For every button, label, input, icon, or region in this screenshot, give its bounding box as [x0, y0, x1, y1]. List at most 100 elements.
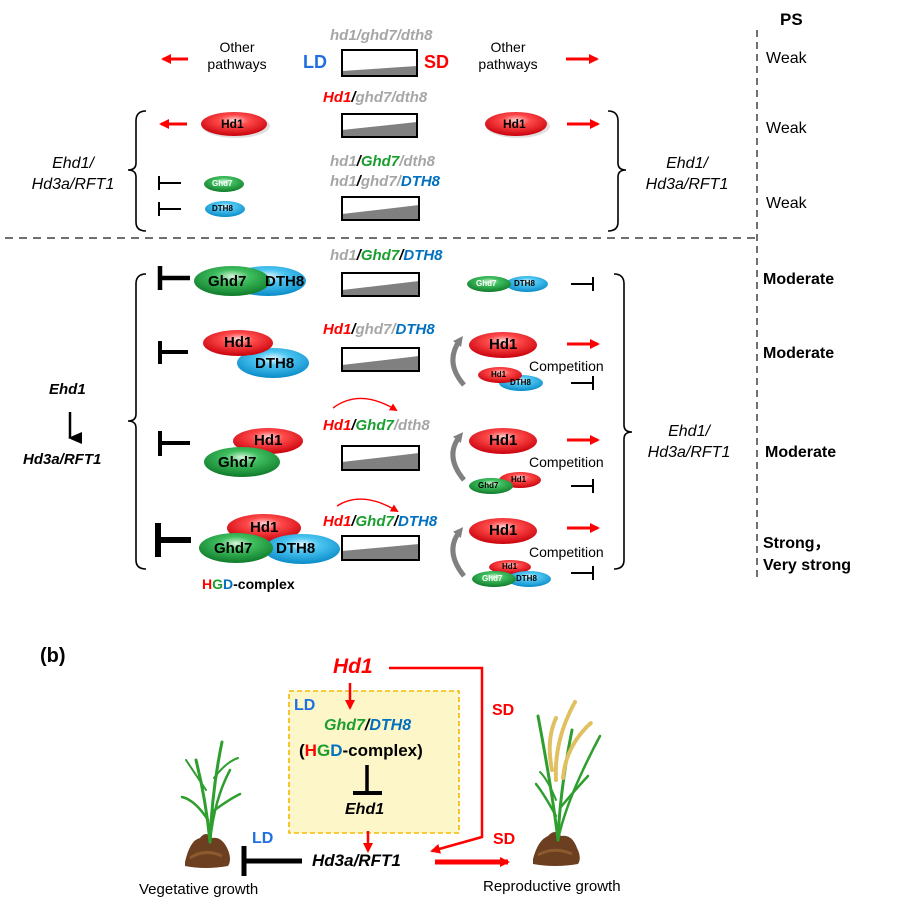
ps-value: Strong， Very strong [763, 533, 851, 577]
inhibition-symbol [571, 376, 594, 390]
hd1-molecule-label: Hd1 [250, 519, 279, 536]
hd1-molecule-label: Hd1 [489, 432, 518, 449]
other-pathways-left: Other pathways [207, 39, 267, 72]
ps-value-line1: Strong， [763, 535, 831, 552]
genotype-part: / [356, 27, 361, 44]
target-genes-upper-left: Ehd1/ Hd3a/RFT1 [18, 153, 128, 195]
genotype-part: DTH8 [400, 173, 441, 190]
ld-inhibits-vegetative [241, 846, 302, 876]
target-line2: Hd3a/RFT1 [645, 176, 729, 193]
hd1-molecule-label: Hd1 [511, 475, 527, 484]
ld-label: LD [303, 52, 327, 72]
genotype-part: Ghd7 [355, 417, 394, 434]
genotype-part: hd1 [330, 173, 357, 190]
hgd-d: D [330, 741, 343, 760]
ps-value: Weak [766, 50, 807, 67]
dth8-molecule-label: DTH8 [510, 378, 531, 387]
competition-label: Competition [529, 454, 604, 470]
genotype-part: Ghd7 [360, 247, 400, 264]
lower-right-brace [613, 273, 633, 570]
dth8-molecule-label: DTH8 [516, 574, 537, 583]
genotype-part: / [399, 153, 404, 170]
ramp-box [341, 535, 420, 561]
hd1-ghd7-interaction-arrow [336, 498, 399, 513]
other-pathways-right: Other pathways [478, 39, 538, 72]
ehd1-label: Ehd1 [49, 381, 86, 398]
hd1-sd-direct-path [389, 666, 484, 854]
genotype-part: Hd1 [323, 513, 352, 530]
ps-value: Moderate [765, 444, 837, 461]
competition-cycle-arrow [450, 335, 466, 387]
genotype-part: / [351, 321, 356, 338]
hd1-molecule-label: Hd1 [491, 370, 507, 379]
ps-value: Moderate [763, 345, 835, 362]
dth8-molecule [506, 276, 548, 292]
target-line1: Ehd1/ [668, 423, 710, 440]
hgd-rest: -complex [233, 576, 295, 592]
ramp-box [341, 272, 420, 297]
hgd-g: G [212, 576, 224, 592]
dth8-molecule-label: DTH8 [212, 204, 233, 213]
ghd7-molecule [204, 176, 244, 192]
dth8-gene: DTH8 [369, 717, 412, 734]
genotype-part: / [356, 247, 361, 264]
ramp-box [341, 347, 420, 372]
strong-inhibition-symbol [158, 431, 190, 456]
genotype-part: ghd7 [360, 27, 397, 44]
ghd7-molecule [204, 447, 280, 477]
genotype-label: Hd1/Ghd7/dth8 [323, 418, 430, 433]
hd1-gene-label: Hd1 [333, 655, 373, 678]
hd1-molecule [485, 112, 550, 138]
target-genes-upper-right: Ehd1/ Hd3a/RFT1 [632, 153, 742, 195]
genotype-part: ghd7 [355, 89, 392, 106]
dth8-molecule [264, 534, 340, 564]
ramp-box [341, 196, 420, 221]
ghd7-dth8-label: Ghd7/DTH8 [324, 718, 411, 734]
hgd-complex-label: (HGD-complex) [299, 742, 423, 759]
ghd7-molecule [472, 571, 516, 587]
genotype-part: / [396, 27, 401, 44]
hd1-ghd7-interaction-arrow [332, 397, 398, 412]
genotype-part: dth8 [398, 417, 430, 434]
target-line1: Ehd1/ [666, 155, 708, 172]
genotype-part: / [391, 89, 396, 106]
target-genes-lower-right: Ehd1/ Hd3a/RFT1 [634, 421, 744, 463]
ramp-box [341, 445, 420, 471]
genotype-label: hd1/ghd7/DTH8 [330, 174, 440, 189]
ghd7-molecule-label: Ghd7 [478, 481, 499, 490]
vegetative-growth-label: Vegetative growth [139, 881, 259, 898]
genotype-label: Hd1/ghd7/dth8 [323, 90, 427, 105]
hd1-molecule [469, 428, 537, 454]
hd1-molecule [469, 332, 537, 358]
ghd7-molecule [469, 478, 513, 494]
reproductive-rice-plant-icon [533, 700, 602, 866]
ghd7-molecule [199, 533, 273, 563]
ghd7-gene: Ghd7 [324, 717, 365, 734]
ps-value-line2: Very strong [763, 557, 852, 574]
ps-value: Moderate [763, 271, 835, 288]
hgd-h: H [202, 576, 213, 592]
dth8-molecule [507, 571, 551, 587]
hgd-complex-label: HGD-complex [202, 577, 295, 591]
reproductive-growth-label: Reproductive growth [483, 878, 621, 895]
ghd7-molecule-label: Ghd7 [482, 574, 503, 583]
hd3a-rft1-gene-label: Hd3a/RFT1 [312, 851, 401, 870]
target-line2: Hd3a/RFT1 [31, 176, 115, 193]
hd1-molecule-label: Hd1 [489, 522, 518, 539]
target-line1: Ehd1/ [52, 155, 94, 172]
hd1-molecule-label: Hd1 [489, 336, 518, 353]
competition-label: Competition [529, 544, 604, 560]
inhibition-symbol [571, 277, 594, 291]
ghd7-molecule-label: Ghd7 [212, 179, 233, 188]
genotype-part: dth8 [400, 27, 433, 44]
dth8-molecule-label: DTH8 [255, 355, 295, 372]
genotype-part: / [351, 417, 356, 434]
target-line2: Hd3a/RFT1 [647, 444, 731, 461]
inhibition-symbol [571, 479, 594, 493]
genotype-part: / [356, 153, 361, 170]
ps-column-header: PS [780, 10, 803, 29]
ld-box-label: LD [294, 697, 316, 714]
genotype-part: Hd1 [323, 321, 352, 338]
daylength-ramp-box [341, 49, 418, 77]
